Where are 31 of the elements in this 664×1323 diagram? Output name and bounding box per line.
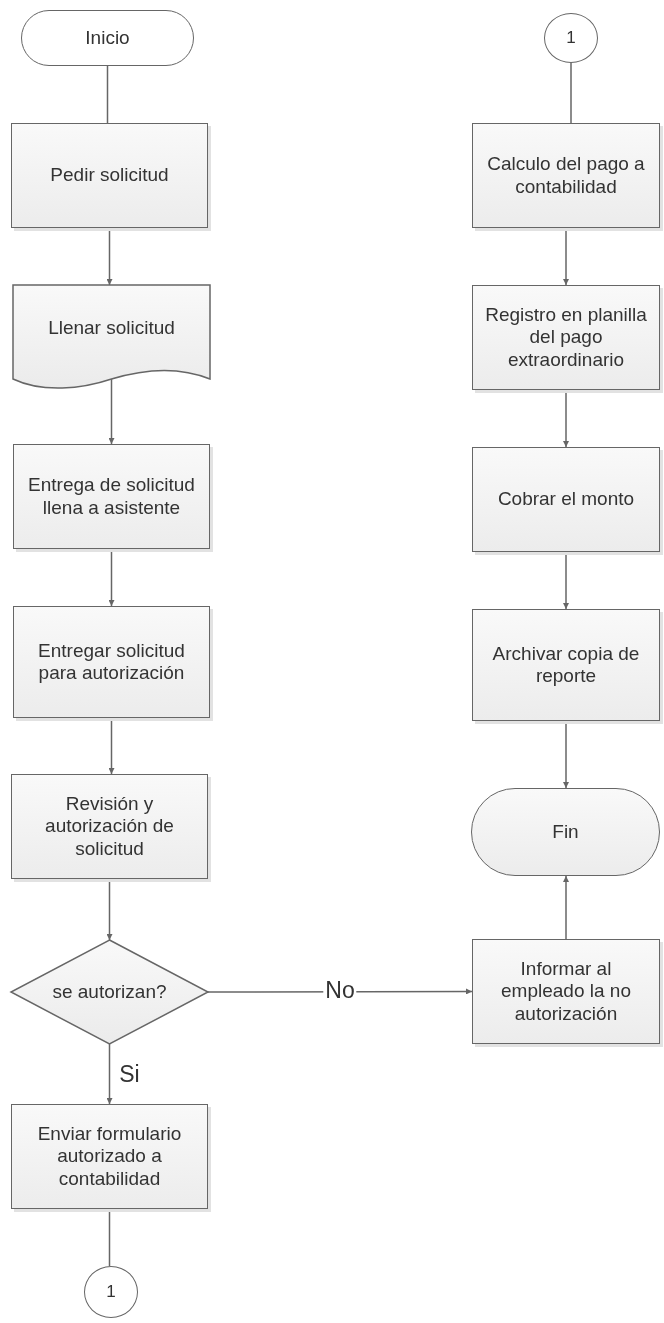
arrow (106, 1043, 113, 1105)
process-box (13, 444, 210, 549)
node-text: Cobrar el monto (497, 488, 635, 511)
process-box (472, 123, 660, 228)
process-box (472, 447, 660, 552)
node-text: se autorizan? (52, 980, 167, 1004)
node-text: Archivar copia de reporte (491, 642, 641, 688)
node-text: Llenar solicitud (48, 316, 175, 340)
node-text: Fin (552, 820, 579, 844)
node-text: Inicio (85, 26, 130, 50)
arrow (563, 875, 569, 940)
node-text: Registro en planilla del pago extraordinario (484, 304, 648, 371)
node-text: Pedir solicitud (50, 164, 169, 187)
process-box (472, 285, 660, 390)
node-text: Calculo del pago a contabilidad (486, 153, 646, 198)
node-text: Entregar solicitud para autorización (37, 639, 186, 685)
process-box (11, 123, 208, 228)
arrow (108, 378, 115, 445)
node-text: 1 (106, 1282, 116, 1302)
process-box (472, 939, 660, 1044)
process-box (13, 606, 210, 718)
decision-diamond (11, 940, 208, 1044)
process-box (472, 609, 660, 721)
node-text: Enviar formulario autorizado a contabilidad (36, 1123, 183, 1190)
node-text: Entrega de solicitud llena a asistente (27, 474, 196, 519)
terminal-shape (21, 10, 194, 66)
node-text: 1 (566, 28, 576, 48)
node-text: Informar al empleado la no autorización (500, 958, 632, 1025)
process-box (11, 774, 208, 879)
process-box (11, 1104, 208, 1209)
node-text: Revisión y autorización de solicitud (44, 793, 175, 860)
